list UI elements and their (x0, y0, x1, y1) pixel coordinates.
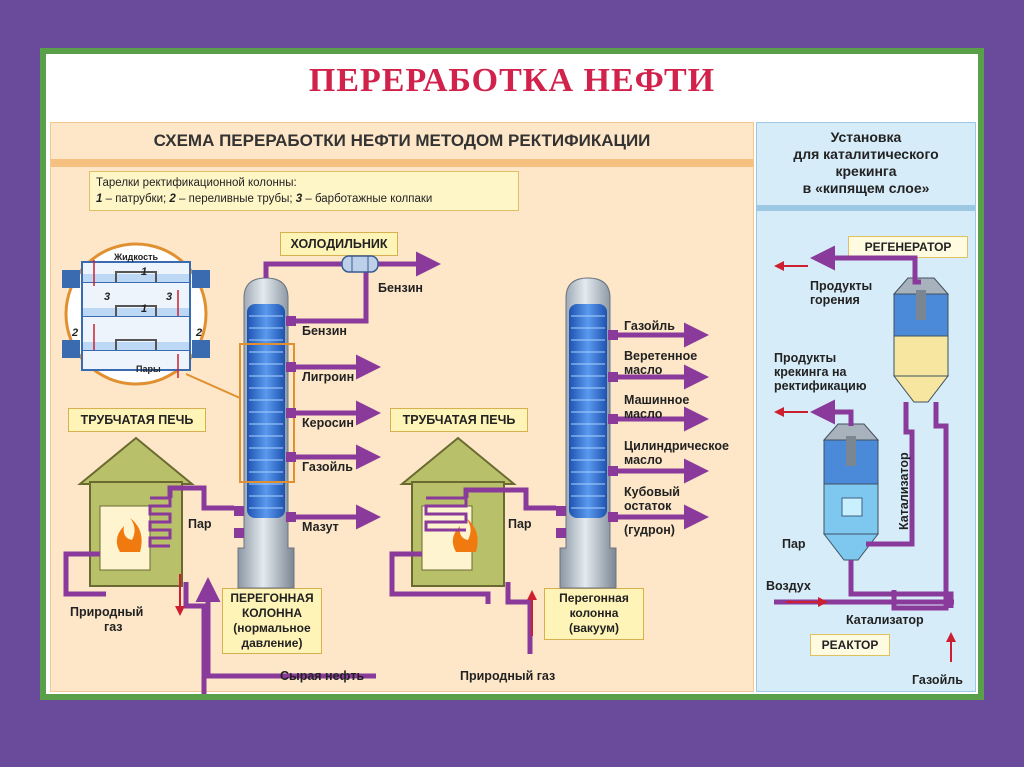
trays-legend: Тарелки ректификационной колонны: 1 – па… (89, 171, 519, 211)
column1-pipes (263, 251, 441, 530)
cracking-products-1: Продукты (774, 351, 836, 365)
furnace2-label: ТРУБЧАТАЯ ПЕЧЬ (390, 408, 528, 432)
furnace2-pipes (389, 487, 556, 654)
c1-out-gasoline: Бензин (302, 324, 347, 338)
detail-num-3b: 3 (166, 291, 172, 303)
c2-out-residue-3: (гудрон) (624, 523, 675, 537)
cracking-gasoil-label: Газойль (912, 673, 963, 687)
combustion-2: горения (810, 293, 860, 307)
natural-gas1-line1: Природный (70, 605, 143, 619)
c2-out-cylinder-1: Цилиндрическое (624, 439, 729, 453)
legend-line1: Тарелки ректификационной колонны: (96, 177, 297, 189)
c2-out-cylinder-2: масло (624, 453, 663, 467)
poster-frame: ПЕРЕРАБОТКА НЕФТИ СХЕМА ПЕРЕРАБОТКИ НЕФТ… (40, 48, 984, 700)
column2 (556, 277, 618, 589)
detail-num-1a: 1 (141, 266, 147, 278)
cooler-label: ХОЛОДИЛЬНИК (280, 232, 398, 256)
regenerator-vessel (892, 277, 950, 403)
cracking-title-underline (757, 205, 975, 211)
column2-pipes (618, 322, 709, 530)
steam2-label: Пар (508, 517, 532, 531)
reactor-label: РЕАКТОР (810, 634, 890, 656)
rectification-title: СХЕМА ПЕРЕРАБОТКИ НЕФТИ МЕТОДОМ РЕКТИФИК… (153, 131, 651, 150)
combustion-1: Продукты (810, 279, 872, 293)
cracking-title: Установка для каталитического крекинга в… (793, 129, 939, 196)
legend-line2: 1 – патрубки; 2 – переливные трубы; 3 – … (96, 193, 433, 205)
c2-out-residue-1: Кубовый (624, 485, 680, 499)
regenerator-label: РЕГЕНЕРАТОР (848, 236, 968, 258)
cracking-panel: Установка для каталитического крекинга в… (756, 122, 976, 692)
detail-num-1b: 1 (141, 303, 147, 315)
air-label: Воздух (766, 579, 811, 593)
furnace1-label: ТРУБЧАТАЯ ПЕЧЬ (68, 408, 206, 432)
title-underline (51, 159, 753, 167)
cracking-products-2: крекинга на (774, 365, 848, 379)
furnace1 (77, 436, 195, 587)
steam1-label: Пар (188, 517, 212, 531)
detail-num-3a: 3 (104, 291, 110, 303)
poster-inner: ПЕРЕРАБОТКА НЕФТИ СХЕМА ПЕРЕРАБОТКИ НЕФТ… (46, 54, 978, 694)
detail-liquid-label: Жидкость (113, 252, 159, 262)
c2-out-residue-2: остаток (624, 499, 672, 513)
column1 (234, 277, 296, 589)
cracking-products-3: ректификацию (774, 379, 867, 393)
c1-out-ligroin: Лигроин (302, 370, 354, 384)
c2-out-spindle-1: Веретенное (624, 349, 697, 363)
natural-gas1-line2: газ (104, 620, 123, 634)
cooler-icon (341, 255, 379, 273)
detail-num-2b: 2 (195, 327, 202, 339)
c2-out-gasoil: Газойль (624, 319, 675, 333)
crude-oil-label: Сырая нефть (280, 669, 364, 683)
tray-detail: Жидкость Пары 1 1 3 3 2 2 (62, 242, 241, 399)
c1-out-gasoil: Газойль (302, 460, 353, 474)
catalyst-vertical-label: Катализатор (897, 452, 911, 530)
process-diagram: Жидкость Пары 1 1 3 3 2 2 (62, 242, 963, 694)
poster-title: ПЕРЕРАБОТКА НЕФТИ (308, 62, 716, 99)
furnace1-pipes (63, 485, 376, 694)
reactor-vessel (822, 423, 880, 561)
c2-out-machine-1: Машинное (624, 393, 689, 407)
c2-out-machine-2: масло (624, 407, 663, 421)
detail-num-2a: 2 (71, 327, 78, 339)
c1-out-kerosene: Керосин (302, 416, 354, 430)
c1-out-mazut: Мазут (302, 520, 339, 534)
c2-out-spindle-2: масло (624, 363, 663, 377)
detail-vapors-label: Пары (136, 364, 161, 374)
furnace2 (399, 436, 517, 587)
cracking-steam-label: Пар (782, 537, 806, 551)
catalyst-horizontal-label: Катализатор (846, 613, 924, 627)
gasoline-top-label: Бензин (378, 281, 423, 295)
natural-gas2-label: Природный газ (460, 669, 555, 683)
